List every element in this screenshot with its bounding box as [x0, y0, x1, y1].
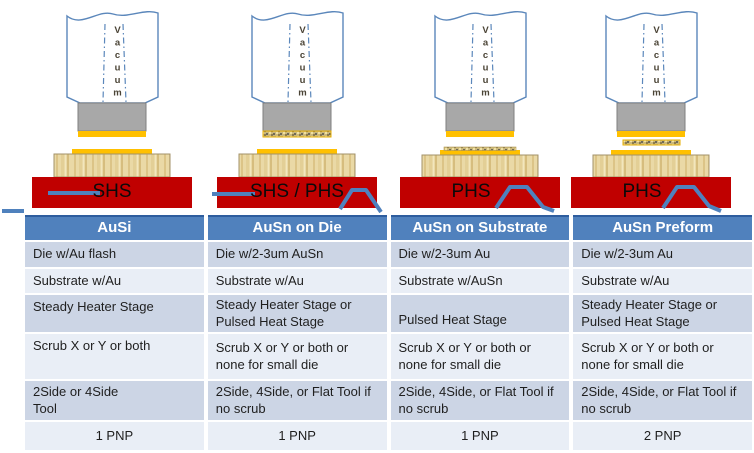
vacuum-collet: [66, 11, 159, 104]
die-ausn-layer: [262, 130, 332, 138]
table-cell-substrate-ausn-on-substrate: Substrate w/AuSn: [390, 269, 570, 293]
stage-label-shs-phs: SHS / PHS: [250, 181, 344, 202]
table-cell-pnp-ausi: 1 PNP: [25, 422, 204, 450]
table-cell-pnp-ausn-on-substrate: 1 PNP: [390, 422, 570, 450]
vacuum-label: Vacuum: [297, 25, 308, 100]
temp-profile-pulse: [338, 188, 383, 213]
die: [262, 102, 332, 132]
diagram-ausi: Vacuum SHS: [18, 0, 206, 213]
table-cell-scrub-ausn-on-substrate: Scrub X or Y or both or none for small d…: [390, 334, 570, 379]
column-header-ausi: AuSi: [25, 215, 204, 240]
die-gold-layer: [617, 131, 685, 137]
substrate: [592, 154, 710, 178]
column-header-ausn-preform: AuSn Preform: [573, 215, 752, 240]
temp-profile-pulse: [494, 185, 555, 213]
substrate-gold-strip: [440, 150, 520, 155]
die: [445, 102, 515, 132]
table-cell-die-ausn-on-substrate: Die w/2-3um Au: [390, 242, 570, 267]
vacuum-label: Vacuum: [480, 25, 491, 100]
substrate: [421, 154, 539, 178]
table-cell-scrub-ausn-preform: Scrub X or Y or both or none for small d…: [573, 334, 752, 379]
die-gold-layer: [446, 131, 514, 137]
table-cell-die-ausn-on-die: Die w/2-3um AuSn: [207, 242, 387, 267]
process-comparison-table: AuSi AuSn on Die AuSn on Substrate AuSn …: [25, 215, 752, 450]
table-cell-scrub-ausi: Scrub X or Y or both: [25, 334, 204, 379]
table-cell-tool-ausn-on-die: 2Side, 4Side, or Flat Tool if no scrub: [207, 381, 387, 420]
table-cell-heater-ausn-preform: Steady Heater Stage or Pulsed Heat Stage: [573, 295, 752, 332]
table-cell-substrate-ausn-preform: Substrate w/Au: [573, 269, 752, 293]
column-header-ausn-on-die: AuSn on Die: [207, 215, 387, 240]
substrate: [238, 153, 356, 178]
temp-profile-baseline: [2, 209, 24, 213]
table-cell-pnp-ausn-on-die: 1 PNP: [207, 422, 387, 450]
stage-label-phs: PHS: [451, 181, 491, 202]
diagram-ausn-on-substrate: Vacuum PHS: [386, 0, 574, 213]
table-cell-substrate-ausi: Substrate w/Au: [25, 269, 204, 293]
table-cell-tool-ausi: 2Side or 4Side Tool: [25, 381, 204, 420]
table-cell-die-ausi: Die w/Au flash: [25, 242, 204, 267]
substrate: [53, 153, 171, 178]
substrate-gold-strip: [257, 149, 337, 154]
table-cell-die-ausn-preform: Die w/2-3um Au: [573, 242, 752, 267]
vacuum-label: Vacuum: [651, 25, 662, 100]
ausn-preform-strip: [622, 139, 681, 146]
diagram-ausi-drawing: [32, 11, 192, 208]
diagram-ausn-on-die: Vacuum SHS / PHS: [203, 0, 391, 213]
table-cell-heater-ausn-on-substrate: Pulsed Heat Stage: [390, 295, 570, 332]
substrate-ausn-layer: [443, 146, 517, 151]
vacuum-label: Vacuum: [112, 25, 123, 100]
stage-label-phs: PHS: [622, 181, 662, 202]
vacuum-collet: [605, 11, 698, 104]
table-cell-heater-ausi: Steady Heater Stage: [25, 295, 204, 332]
diagram-ausn-preform-drawing: [571, 11, 731, 213]
diagram-ausn-preform: Vacuum PHS: [557, 0, 745, 213]
table-cell-heater-ausn-on-die: Steady Heater Stage or Pulsed Heat Stage: [207, 295, 387, 332]
diagram-ausn-on-substrate-drawing: [400, 11, 560, 213]
diagram-ausn-on-die-drawing: [212, 11, 383, 213]
table-cell-pnp-ausn-preform: 2 PNP: [573, 422, 752, 450]
die: [77, 102, 147, 132]
temp-profile-pulse: [661, 185, 722, 213]
vacuum-collet: [434, 11, 527, 104]
table-cell-substrate-ausn-on-die: Substrate w/Au: [207, 269, 387, 293]
column-header-ausn-on-substrate: AuSn on Substrate: [390, 215, 570, 240]
table-cell-tool-ausn-on-substrate: 2Side, 4Side, or Flat Tool if no scrub: [390, 381, 570, 420]
die-gold-layer: [78, 131, 146, 137]
table-cell-scrub-ausn-on-die: Scrub X or Y or both or none for small d…: [207, 334, 387, 379]
substrate-gold-strip: [611, 150, 691, 155]
vacuum-collet: [251, 11, 344, 104]
die: [616, 102, 686, 132]
stage-label-shs: SHS: [92, 181, 132, 202]
substrate-gold-strip: [72, 149, 152, 154]
table-cell-tool-ausn-preform: 2Side, 4Side, or Flat Tool if no scrub: [573, 381, 752, 420]
